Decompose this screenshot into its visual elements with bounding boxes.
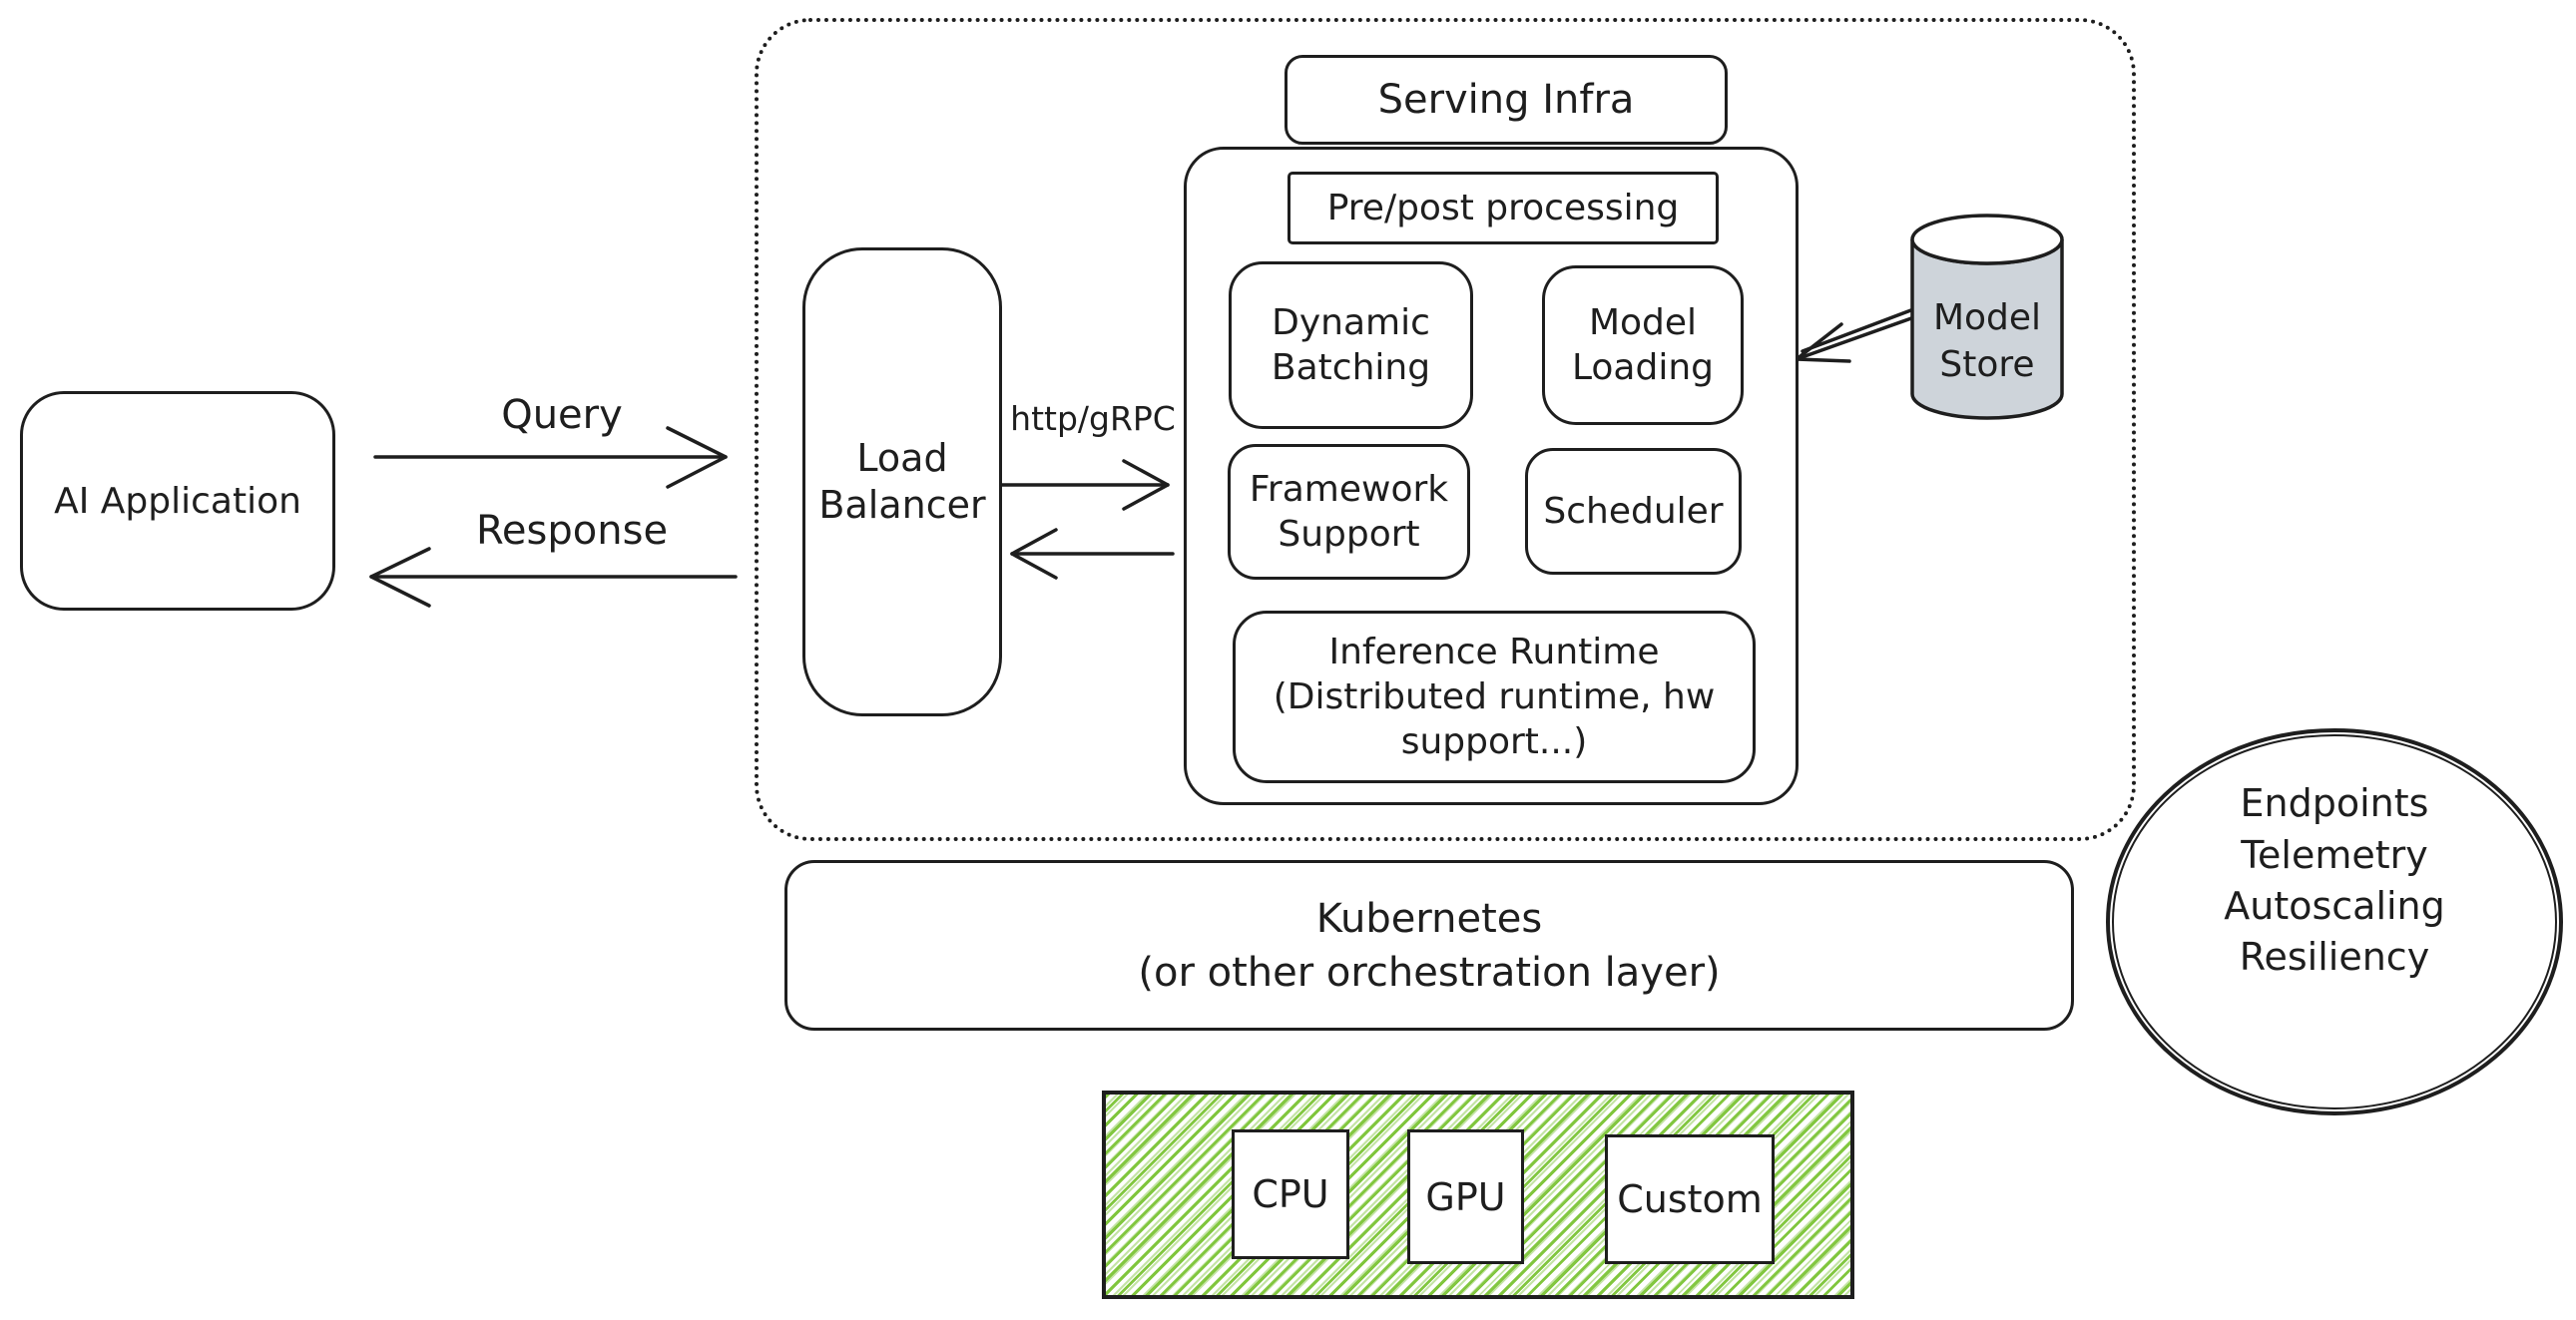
protocol-label: http/gRPC: [1010, 399, 1176, 439]
inference-runtime-node: Inference Runtime (Distributed runtime, …: [1233, 611, 1756, 783]
capability-endpoints: Endpoints: [2240, 781, 2429, 826]
ai-application-node: AI Application: [20, 391, 335, 611]
model-store-label-line2: Store: [1939, 344, 2035, 385]
response-label: Response: [475, 508, 669, 554]
model-loading-node: Model Loading: [1542, 265, 1744, 425]
inference-runtime-title: Inference Runtime: [1328, 632, 1660, 672]
load-balancer-label: Load Balancer: [818, 435, 986, 528]
hardware-item-cpu: CPU: [1232, 1129, 1349, 1259]
kubernetes-node: Kubernetes (or other orchestration layer…: [784, 860, 2074, 1031]
model-store-node: Model Store: [1892, 287, 2082, 397]
serving-infra-title: Serving Infra: [1285, 55, 1728, 145]
framework-support-node: Framework Support: [1228, 444, 1470, 580]
capability-telemetry: Telemetry: [2241, 832, 2428, 877]
capabilities-list: Endpoints Telemetry Autoscaling Resilien…: [2155, 766, 2514, 996]
capability-resiliency: Resiliency: [2239, 935, 2430, 980]
load-balancer-node: Load Balancer: [802, 247, 1002, 716]
inference-runtime-subtitle: (Distributed runtime, hw support...): [1273, 676, 1716, 762]
pre-post-processing-node: Pre/post processing: [1288, 172, 1719, 244]
kubernetes-label-line1: Kubernetes: [1315, 895, 1543, 942]
capability-autoscaling: Autoscaling: [2224, 884, 2445, 928]
dynamic-batching-node: Dynamic Batching: [1229, 261, 1473, 429]
scheduler-node: Scheduler: [1525, 448, 1742, 575]
response-arrow: [369, 547, 738, 608]
model-store-label-line1: Model: [1932, 297, 2042, 339]
ai-application-label: AI Application: [54, 480, 301, 522]
query-label: Query: [501, 392, 623, 438]
hardware-item-custom: Custom: [1605, 1134, 1775, 1264]
kubernetes-label-line2: (or other orchestration layer): [1138, 949, 1721, 996]
hardware-item-gpu: GPU: [1407, 1129, 1524, 1264]
serving-infra-boundary: [755, 18, 2136, 841]
